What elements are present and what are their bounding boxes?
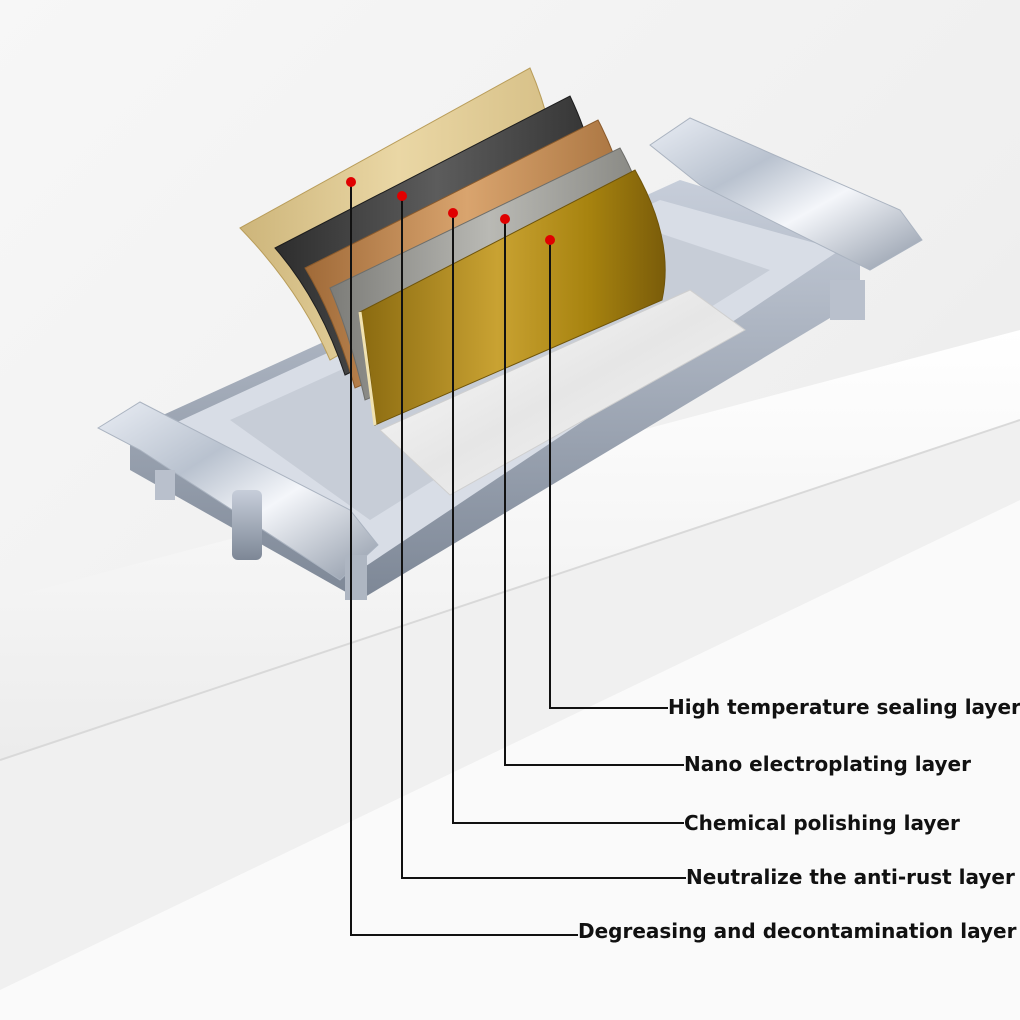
pointer-dot-degreasing: [346, 177, 356, 187]
cabinet-surface: [0, 330, 1020, 760]
label-degreasing: Degreasing and decontamination layer: [578, 919, 1017, 943]
leader-line-antirust: [401, 196, 686, 879]
leader-line-nano: [504, 219, 684, 766]
leader-lines: [350, 182, 686, 936]
pointer-dot-antirust: [397, 191, 407, 201]
label-antirust: Neutralize the anti-rust layer: [686, 865, 1015, 889]
label-polishing: Chemical polishing layer: [684, 811, 960, 835]
cabinet-edge: [0, 420, 1020, 990]
leader-line-sealing: [549, 240, 668, 709]
pointer-dot-sealing: [545, 235, 555, 245]
label-sealing: High temperature sealing layer: [668, 695, 1020, 719]
pointer-dots: [346, 177, 555, 245]
leader-line-polishing: [452, 213, 684, 824]
layer-sheets: [239, 67, 666, 426]
pointer-dot-polishing: [448, 208, 458, 218]
brushed-insert: [379, 289, 746, 496]
label-nano: Nano electroplating layer: [684, 752, 971, 776]
leader-line-degreasing: [350, 182, 578, 936]
pointer-dot-nano: [500, 214, 510, 224]
